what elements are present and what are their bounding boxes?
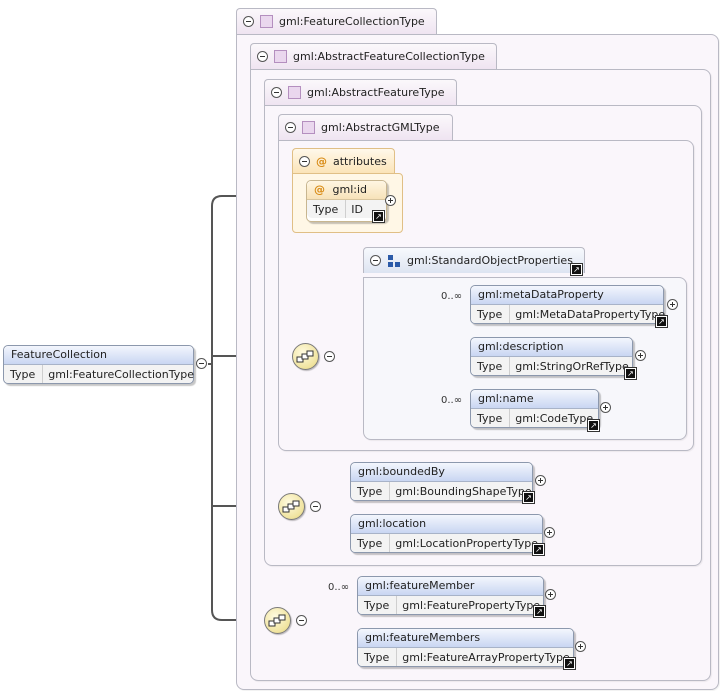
type-value: gml:FeaturePropertyType [402, 598, 541, 612]
type-key: Type [351, 482, 391, 500]
collapse-icon[interactable] [299, 155, 310, 167]
collapse-icon[interactable] [271, 87, 282, 98]
type-link-icon[interactable]: ↗ [563, 657, 576, 670]
type-value: gml:LocationPropertyType [395, 536, 539, 550]
type-link-icon[interactable]: ↗ [655, 315, 668, 328]
collapse-icon[interactable] [370, 255, 381, 266]
element-description[interactable]: gml:description Type gml:StringOrRefType [470, 337, 633, 376]
element-bounded-by[interactable]: gml:boundedBy Type gml:BoundingShapeType [350, 462, 533, 501]
type-key: Type [358, 596, 398, 614]
expand-icon[interactable] [545, 589, 556, 600]
sequence-compositor-icon[interactable] [264, 607, 291, 634]
element-feature-member[interactable]: gml:featureMember Type gml:FeatureProper… [357, 576, 544, 615]
expand-icon[interactable] [385, 195, 396, 206]
type-value: gml:BoundingShapeType [395, 484, 532, 498]
collapse-icon[interactable] [196, 358, 207, 369]
attribute-icon: @ [316, 154, 327, 168]
attribute-name: gml:id [332, 183, 368, 196]
type-link-icon[interactable]: ↗ [533, 605, 546, 618]
type-key: Type [471, 357, 511, 375]
type-link-icon[interactable]: ↗ [624, 367, 637, 380]
type-key: Type [351, 534, 391, 552]
type-key: Type [358, 648, 398, 666]
collapse-icon[interactable] [285, 122, 296, 133]
abstract-feature-collection-type-tab[interactable]: gml:AbstractFeatureCollectionType [250, 43, 497, 69]
collapse-icon[interactable] [324, 351, 335, 362]
collapse-icon[interactable] [243, 16, 254, 27]
abstract-gml-type-label: gml:AbstractGMLType [321, 121, 440, 134]
group-name: gml:StandardObjectProperties [407, 254, 573, 267]
expand-icon[interactable] [600, 402, 611, 413]
complex-type-icon [260, 15, 273, 28]
attributes-tab[interactable]: @ attributes [292, 148, 395, 173]
element-name: gml:name [471, 390, 598, 409]
type-value: gml:CodeType [515, 411, 594, 425]
abstract-gml-type-tab[interactable]: gml:AbstractGMLType [278, 114, 453, 140]
type-value: gml:FeatureArrayPropertyType [402, 650, 570, 664]
type-link-icon[interactable]: ↗ [372, 210, 385, 223]
type-link-icon[interactable]: ↗ [570, 263, 583, 276]
standard-object-properties-tab[interactable]: gml:StandardObjectProperties [363, 247, 585, 273]
expand-icon[interactable] [535, 475, 546, 486]
element-name: gml:boundedBy [351, 463, 532, 482]
attribute-icon: @ [314, 183, 325, 196]
collapse-icon[interactable] [296, 615, 307, 626]
type-key: Type [471, 409, 511, 427]
element-meta-data-property[interactable]: gml:metaDataProperty Type gml:MetaDataPr… [470, 285, 666, 324]
expand-icon[interactable] [575, 641, 586, 652]
type-key: Type [4, 365, 44, 383]
type-key: Type [471, 305, 511, 323]
type-link-icon[interactable]: ↗ [522, 491, 535, 504]
element-name: gml:featureMembers [358, 629, 573, 648]
abstract-feature-type-tab[interactable]: gml:AbstractFeatureType [264, 79, 457, 105]
type-key: Type [307, 200, 347, 218]
collapse-icon[interactable] [257, 51, 268, 62]
group-icon [388, 254, 400, 267]
element-name: gml:location [351, 515, 542, 534]
sequence-compositor-icon[interactable] [292, 343, 319, 370]
feature-collection-type-tab[interactable]: gml:FeatureCollectionType [236, 8, 437, 34]
expand-icon[interactable] [544, 527, 555, 538]
expand-icon[interactable] [635, 350, 646, 361]
type-link-icon[interactable]: ↗ [532, 543, 545, 556]
complex-type-icon [274, 50, 287, 63]
cardinality-label: 0..∞ [441, 395, 463, 406]
root-element-name: FeatureCollection [4, 346, 193, 365]
element-name-gml[interactable]: gml:name Type gml:CodeType [470, 389, 599, 428]
collapse-icon[interactable] [310, 501, 321, 512]
cardinality-label: 0..∞ [328, 582, 350, 593]
type-value: gml:FeatureCollectionType [48, 367, 194, 381]
complex-type-icon [302, 121, 315, 134]
element-name: gml:metaDataProperty [471, 286, 663, 305]
element-location[interactable]: gml:location Type gml:LocationPropertyTy… [350, 514, 543, 553]
attributes-title: attributes [333, 154, 387, 168]
type-value: gml:StringOrRefType [515, 359, 629, 373]
feature-collection-type-label: gml:FeatureCollectionType [279, 15, 425, 28]
expand-icon[interactable] [667, 299, 678, 310]
element-feature-members[interactable]: gml:featureMembers Type gml:FeatureArray… [357, 628, 574, 667]
type-value: gml:MetaDataPropertyType [515, 307, 666, 321]
cardinality-label: 0..∞ [441, 291, 463, 302]
abstract-feature-type-label: gml:AbstractFeatureType [307, 86, 445, 99]
root-element-feature-collection[interactable]: FeatureCollection Type gml:FeatureCollec… [3, 345, 194, 384]
element-name: gml:description [471, 338, 632, 357]
type-link-icon[interactable]: ↗ [587, 419, 600, 432]
complex-type-icon [288, 86, 301, 99]
sequence-compositor-icon[interactable] [278, 493, 305, 520]
abstract-feature-collection-type-label: gml:AbstractFeatureCollectionType [293, 50, 485, 63]
type-value: ID [351, 202, 363, 216]
element-name: gml:featureMember [358, 577, 543, 596]
